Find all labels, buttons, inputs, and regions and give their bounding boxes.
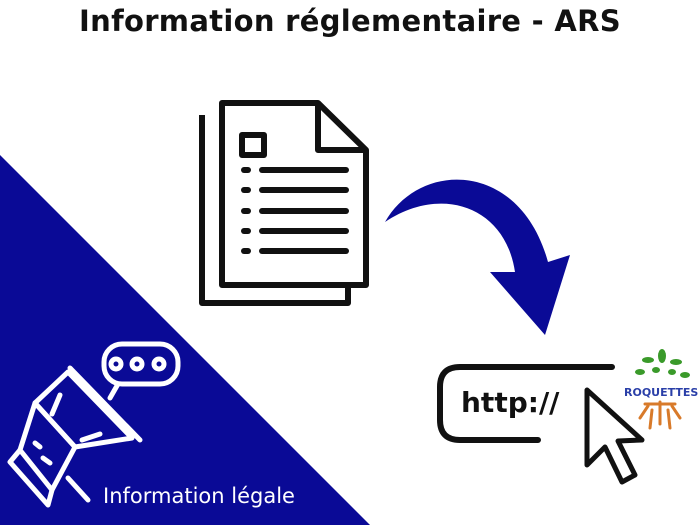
url-bar-icon	[437, 364, 615, 443]
cursor-icon	[584, 387, 645, 485]
curved-arrow-icon	[385, 179, 570, 335]
document-icon	[199, 100, 369, 306]
information-legale-label: Information légale	[103, 484, 295, 508]
megaphone-icon	[7, 341, 181, 508]
logo-text: ROQUETTES	[624, 386, 699, 399]
roquettes-logo	[635, 349, 690, 430]
url-text: http://	[461, 386, 560, 419]
page-title: Information réglementaire - ARS	[79, 4, 621, 38]
blue-triangle-background	[0, 155, 370, 525]
